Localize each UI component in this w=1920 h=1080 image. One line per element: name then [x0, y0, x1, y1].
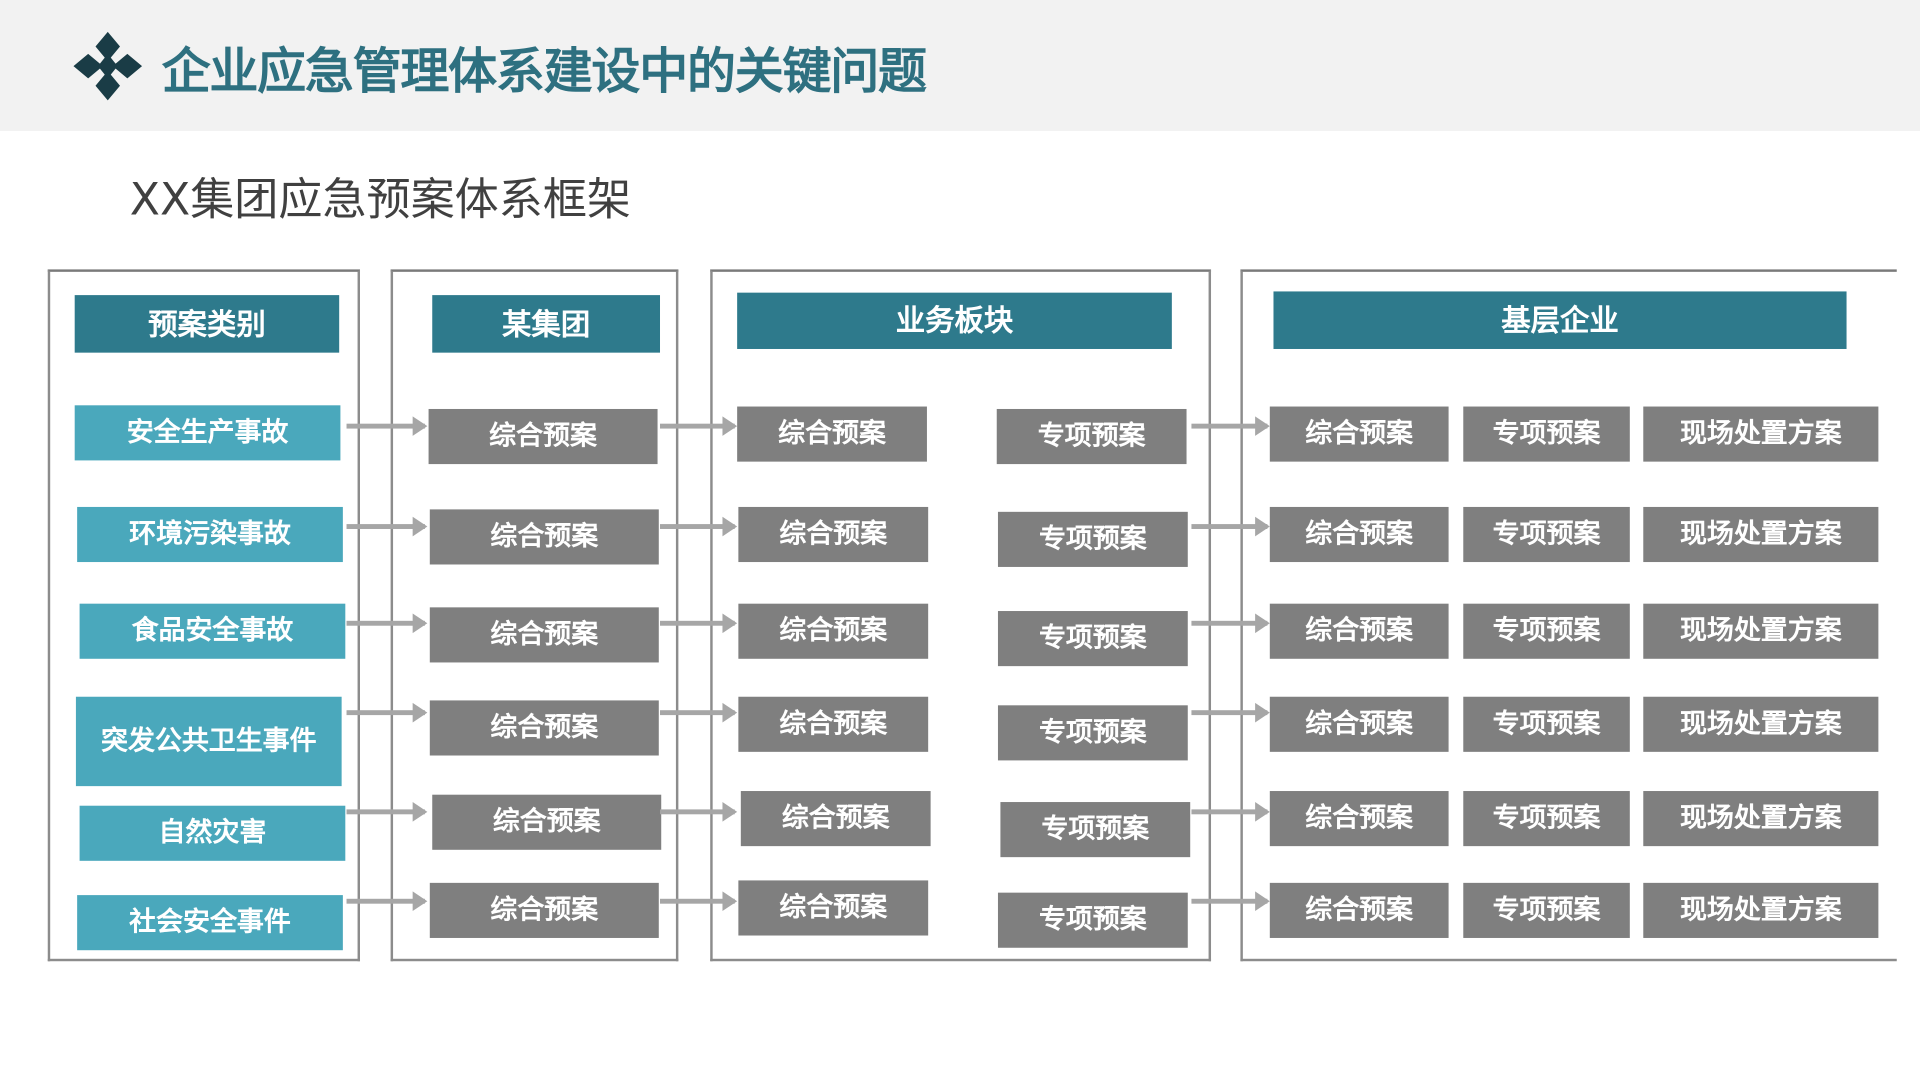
base-onsite-plan: 现场处置方案 [1643, 406, 1879, 462]
base-special-plan: 专项预案 [1463, 882, 1630, 938]
arrow-category-to-group [346, 516, 428, 537]
category-box: 自然灾害 [79, 805, 346, 861]
base-comprehensive-plan: 综合预案 [1269, 882, 1449, 938]
base-comprehensive-plan: 综合预案 [1269, 696, 1449, 752]
business-comprehensive-plan: 综合预案 [738, 603, 929, 659]
category-box: 突发公共卫生事件 [75, 696, 342, 787]
arrow-category-to-group [346, 613, 428, 634]
arrow-group-to-business [660, 702, 738, 723]
base-onsite-plan: 现场处置方案 [1643, 791, 1879, 847]
page-title: 企业应急管理体系建设中的关键问题 [161, 44, 927, 101]
business-special-plan: 专项预案 [997, 892, 1188, 948]
base-comprehensive-plan: 综合预案 [1269, 603, 1449, 659]
base-special-plan: 专项预案 [1463, 406, 1630, 462]
arrow-group-to-business [660, 516, 738, 537]
business-comprehensive-plan: 综合预案 [738, 880, 929, 936]
group-comprehensive-plan: 综合预案 [432, 794, 662, 850]
header-bar [0, 0, 1920, 132]
group-comprehensive-plan: 综合预案 [429, 882, 659, 938]
category-box: 社会安全事件 [77, 895, 343, 951]
arrow-business-to-base [1191, 802, 1270, 822]
diagram-subtitle: XX集团应急预案体系框架 [129, 175, 632, 226]
diamond-cluster-icon [73, 31, 143, 101]
base-onsite-plan: 现场处置方案 [1643, 603, 1879, 659]
business-special-plan: 专项预案 [997, 511, 1188, 567]
arrow-group-to-business [660, 613, 738, 634]
arrow-category-to-group [346, 416, 428, 436]
category-box: 食品安全事故 [79, 603, 346, 659]
arrow-group-to-business [660, 891, 738, 912]
column-header-group: 某集团 [432, 295, 661, 353]
business-special-plan: 专项预案 [996, 408, 1187, 465]
panel-group [390, 269, 679, 962]
arrow-group-to-business [660, 802, 738, 822]
business-special-plan: 专项预案 [1000, 802, 1191, 858]
base-special-plan: 专项预案 [1463, 696, 1630, 752]
panel-base [1240, 269, 1897, 962]
base-comprehensive-plan: 综合预案 [1269, 791, 1449, 847]
business-comprehensive-plan: 综合预案 [738, 506, 929, 563]
arrow-business-to-base [1191, 613, 1270, 634]
base-onsite-plan: 现场处置方案 [1643, 696, 1879, 752]
arrow-category-to-group [346, 702, 428, 723]
base-onsite-plan: 现场处置方案 [1643, 506, 1879, 563]
column-header-category: 预案类别 [74, 295, 340, 353]
business-special-plan: 专项预案 [997, 705, 1188, 761]
base-special-plan: 专项预案 [1463, 791, 1630, 847]
arrow-category-to-group [346, 802, 428, 822]
base-special-plan: 专项预案 [1463, 603, 1630, 659]
arrow-business-to-base [1191, 702, 1270, 723]
arrow-business-to-base [1191, 891, 1270, 912]
base-comprehensive-plan: 综合预案 [1269, 506, 1449, 563]
arrow-group-to-business [660, 416, 738, 436]
arrow-category-to-group [346, 891, 428, 912]
panel-business [710, 269, 1212, 962]
business-comprehensive-plan: 综合预案 [738, 696, 929, 752]
column-header-base: 基层企业 [1273, 291, 1847, 349]
group-comprehensive-plan: 综合预案 [428, 408, 658, 465]
category-box: 安全生产事故 [74, 405, 341, 461]
business-special-plan: 专项预案 [997, 611, 1188, 667]
group-comprehensive-plan: 综合预案 [429, 509, 659, 565]
business-comprehensive-plan: 综合预案 [740, 791, 931, 847]
arrow-business-to-base [1191, 516, 1270, 537]
panel-category [47, 269, 361, 962]
base-comprehensive-plan: 综合预案 [1269, 406, 1449, 462]
base-onsite-plan: 现场处置方案 [1643, 882, 1879, 938]
category-box: 环境污染事故 [77, 506, 343, 563]
arrow-business-to-base [1191, 416, 1270, 436]
group-comprehensive-plan: 综合预案 [429, 607, 659, 663]
business-comprehensive-plan: 综合预案 [737, 406, 927, 462]
base-special-plan: 专项预案 [1463, 506, 1630, 563]
column-header-business: 业务板块 [737, 292, 1172, 349]
group-comprehensive-plan: 综合预案 [429, 700, 659, 756]
